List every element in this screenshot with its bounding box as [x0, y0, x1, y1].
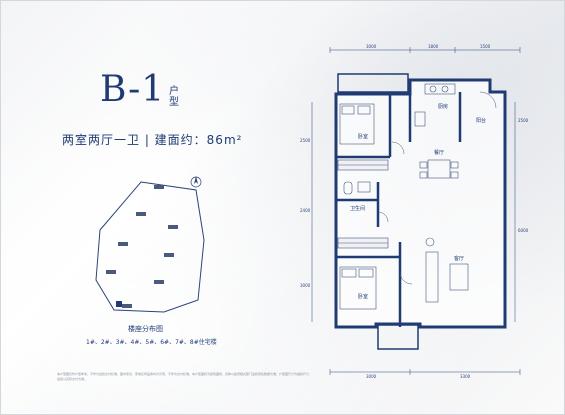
- room-kitchen: 厨房: [438, 103, 448, 110]
- building-block: [122, 304, 132, 308]
- north-arrow-icon: [190, 176, 202, 188]
- building-block: [136, 212, 146, 216]
- disclaimer-notes: 本户型图仅作户型参考，不作为最终交付标准，图中家具、家电及饰品等均为示意，不作为…: [57, 372, 313, 381]
- floor-plan: 3000 1800 1500 3000 3300 2500 2400 3000 …: [300, 42, 530, 386]
- bed-bottom: [339, 266, 377, 310]
- room-bedroom-top: 卧室: [358, 133, 368, 140]
- unit-code: B-1: [100, 69, 166, 110]
- bed-top: [339, 103, 375, 145]
- dim-left-3: 3000: [300, 283, 311, 288]
- building-block: [154, 280, 164, 284]
- dim-bottom-1: 3000: [366, 374, 377, 379]
- room-dining: 餐厅: [434, 149, 444, 156]
- highlighted-building: [116, 301, 122, 307]
- dining-table: [427, 159, 451, 179]
- toilet: [343, 181, 353, 195]
- dim-right-2: 6000: [518, 228, 529, 233]
- outer-walls: [334, 78, 507, 329]
- room-bedroom-bottom: 卧室: [358, 293, 368, 300]
- room-living: 客厅: [454, 255, 464, 262]
- building-block: [164, 253, 174, 257]
- site-boundary: [95, 181, 205, 313]
- fridge: [414, 111, 426, 127]
- site-plan: [86, 170, 216, 324]
- dim-right-1: 2500: [518, 118, 529, 123]
- building-block: [154, 185, 164, 189]
- dim-top-1: 3000: [366, 44, 377, 49]
- building-block: [118, 242, 128, 246]
- washbasin: [357, 181, 371, 193]
- room-balcony: 阳台: [476, 117, 486, 124]
- sofa: [425, 251, 439, 303]
- dim-left-2: 2400: [300, 208, 311, 213]
- balcony-top: [337, 73, 409, 93]
- unit-suffix: 户型: [169, 86, 179, 108]
- kitchen-counter: [424, 83, 456, 95]
- dim-top-3: 1500: [480, 44, 491, 49]
- site-plan-buildings: 1#、2#、3#、4#、5#、6#、7#、8#住宅楼: [86, 339, 217, 346]
- building-block: [168, 225, 178, 229]
- site-plan-title: 楼座分布图: [128, 325, 163, 333]
- dim-top-2: 1800: [428, 44, 439, 49]
- dim-left-1: 2500: [300, 138, 311, 143]
- balcony-bottom: [377, 324, 419, 350]
- coffee-table: [449, 263, 469, 291]
- room-bathroom: 卫生间: [350, 205, 365, 212]
- layout-description: 两室两厅一卫 | 建面约：86m²: [62, 133, 243, 147]
- building-block: [106, 270, 116, 274]
- dim-bottom-2: 3300: [460, 374, 471, 379]
